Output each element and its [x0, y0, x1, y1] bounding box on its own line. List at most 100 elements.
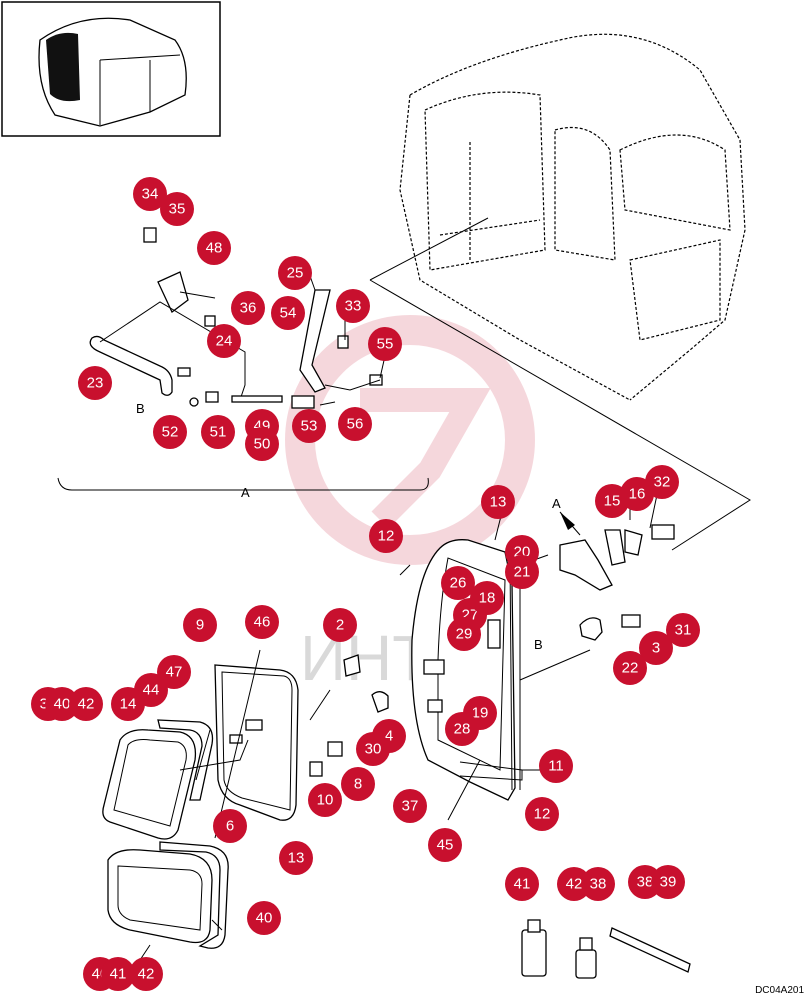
- callout-45: 45: [428, 828, 462, 862]
- callout-number: 13: [490, 494, 507, 511]
- sealant-bottles: [521, 919, 691, 979]
- callout-23: 23: [78, 366, 112, 400]
- callout-52: 52: [153, 415, 187, 449]
- callout-number: 3: [652, 640, 660, 657]
- callout-42: 42: [69, 687, 103, 721]
- callout-46: 46: [245, 605, 279, 639]
- callout-number: 9: [196, 617, 204, 634]
- callout-18: 18: [470, 581, 504, 615]
- callout-number: 14: [120, 696, 137, 713]
- callout-number: 48: [206, 240, 223, 257]
- callout-number: 11: [548, 758, 564, 775]
- latch-hardware: [559, 511, 675, 591]
- callout-53: 53: [292, 409, 326, 443]
- window-glass: [102, 664, 343, 949]
- callout-number: 25: [287, 265, 304, 282]
- callout-number: 46: [254, 614, 271, 631]
- callout-51: 51: [201, 415, 235, 449]
- view-label-a-bracket: A: [241, 485, 250, 500]
- callout-number: 23: [87, 375, 104, 392]
- callout-31: 31: [666, 613, 700, 647]
- callout-37: 37: [393, 789, 427, 823]
- callout-number: 34: [142, 186, 159, 203]
- callout-24: 24: [207, 324, 241, 358]
- callout-number: 40: [54, 696, 71, 713]
- callout-34: 34: [133, 177, 167, 211]
- callout-number: 6: [226, 818, 234, 835]
- callout-number: 31: [675, 622, 692, 639]
- callout-38: 38: [581, 867, 615, 901]
- callout-number: 41: [514, 876, 531, 893]
- callout-number: 12: [534, 806, 551, 823]
- callout-28: 28: [445, 712, 479, 746]
- callout-39: 39: [651, 865, 685, 899]
- callout-40: 40: [247, 901, 281, 935]
- callout-55: 55: [368, 327, 402, 361]
- callout-25: 25: [278, 256, 312, 290]
- callout-number: 8: [354, 776, 362, 793]
- callout-21: 21: [505, 555, 539, 589]
- view-label-a-arrow: A: [552, 496, 561, 511]
- callout-number: 51: [210, 424, 227, 441]
- upper-linkage: [89, 227, 386, 409]
- callout-number: 13: [288, 850, 305, 867]
- callout-13: 13: [481, 485, 515, 519]
- callout-10: 10: [308, 783, 342, 817]
- callout-number: 42: [566, 876, 583, 893]
- callout-number: 29: [456, 626, 473, 643]
- callout-number: 38: [590, 876, 607, 893]
- callout-number: 50: [254, 436, 271, 453]
- callout-42: 42: [557, 867, 591, 901]
- view-label-b-door: B: [534, 637, 543, 652]
- drawing-code: DC04A201: [755, 985, 804, 996]
- callout-6: 6: [213, 809, 247, 843]
- watermark-logo: [285, 315, 535, 565]
- callout-number: 22: [622, 660, 639, 677]
- callout-36: 36: [231, 291, 265, 325]
- callout-50: 50: [245, 427, 279, 461]
- callout-42: 42: [129, 957, 163, 991]
- callout-number: 35: [169, 201, 186, 218]
- callout-number: 32: [654, 474, 671, 491]
- callout-number: 52: [162, 424, 179, 441]
- callout-11: 11: [539, 749, 573, 783]
- callout-22: 22: [613, 651, 647, 685]
- callout-number: 19: [472, 705, 489, 722]
- callout-number: 39: [660, 874, 677, 891]
- callout-13: 13: [279, 841, 313, 875]
- callout-number: 16: [629, 486, 646, 503]
- callout-number: 24: [216, 333, 233, 350]
- callout-number: 45: [437, 837, 454, 854]
- view-label-b-upper: B: [136, 401, 145, 416]
- callout-number: 54: [280, 305, 297, 322]
- callout-number: 42: [78, 696, 95, 713]
- callout-8: 8: [341, 767, 375, 801]
- callout-9: 9: [183, 608, 217, 642]
- cab-outline: [399, 33, 746, 401]
- callout-number: 36: [240, 300, 257, 317]
- callout-number: 38: [637, 874, 654, 891]
- callout-30: 30: [356, 732, 390, 766]
- callout-number: 21: [514, 564, 531, 581]
- callout-47: 47: [157, 655, 191, 689]
- callout-number: 41: [110, 966, 127, 983]
- callout-number: 47: [166, 664, 183, 681]
- callout-number: 44: [143, 682, 160, 699]
- callout-12: 12: [369, 519, 403, 553]
- callout-number: 42: [138, 966, 155, 983]
- callout-2: 2: [323, 608, 357, 642]
- callout-40: 40: [45, 687, 79, 721]
- callout-number: 55: [377, 336, 394, 353]
- callout-35: 35: [160, 192, 194, 226]
- callout-41: 41: [101, 957, 135, 991]
- callout-number: 2: [336, 617, 344, 634]
- callout-number: 40: [256, 910, 273, 927]
- callout-48: 48: [197, 231, 231, 265]
- callout-41: 41: [505, 867, 539, 901]
- inset-thumbnail: [1, 1, 221, 137]
- callout-number: 15: [604, 493, 621, 510]
- callout-54: 54: [271, 296, 305, 330]
- callout-number: 56: [347, 416, 364, 433]
- callout-32: 32: [645, 465, 679, 499]
